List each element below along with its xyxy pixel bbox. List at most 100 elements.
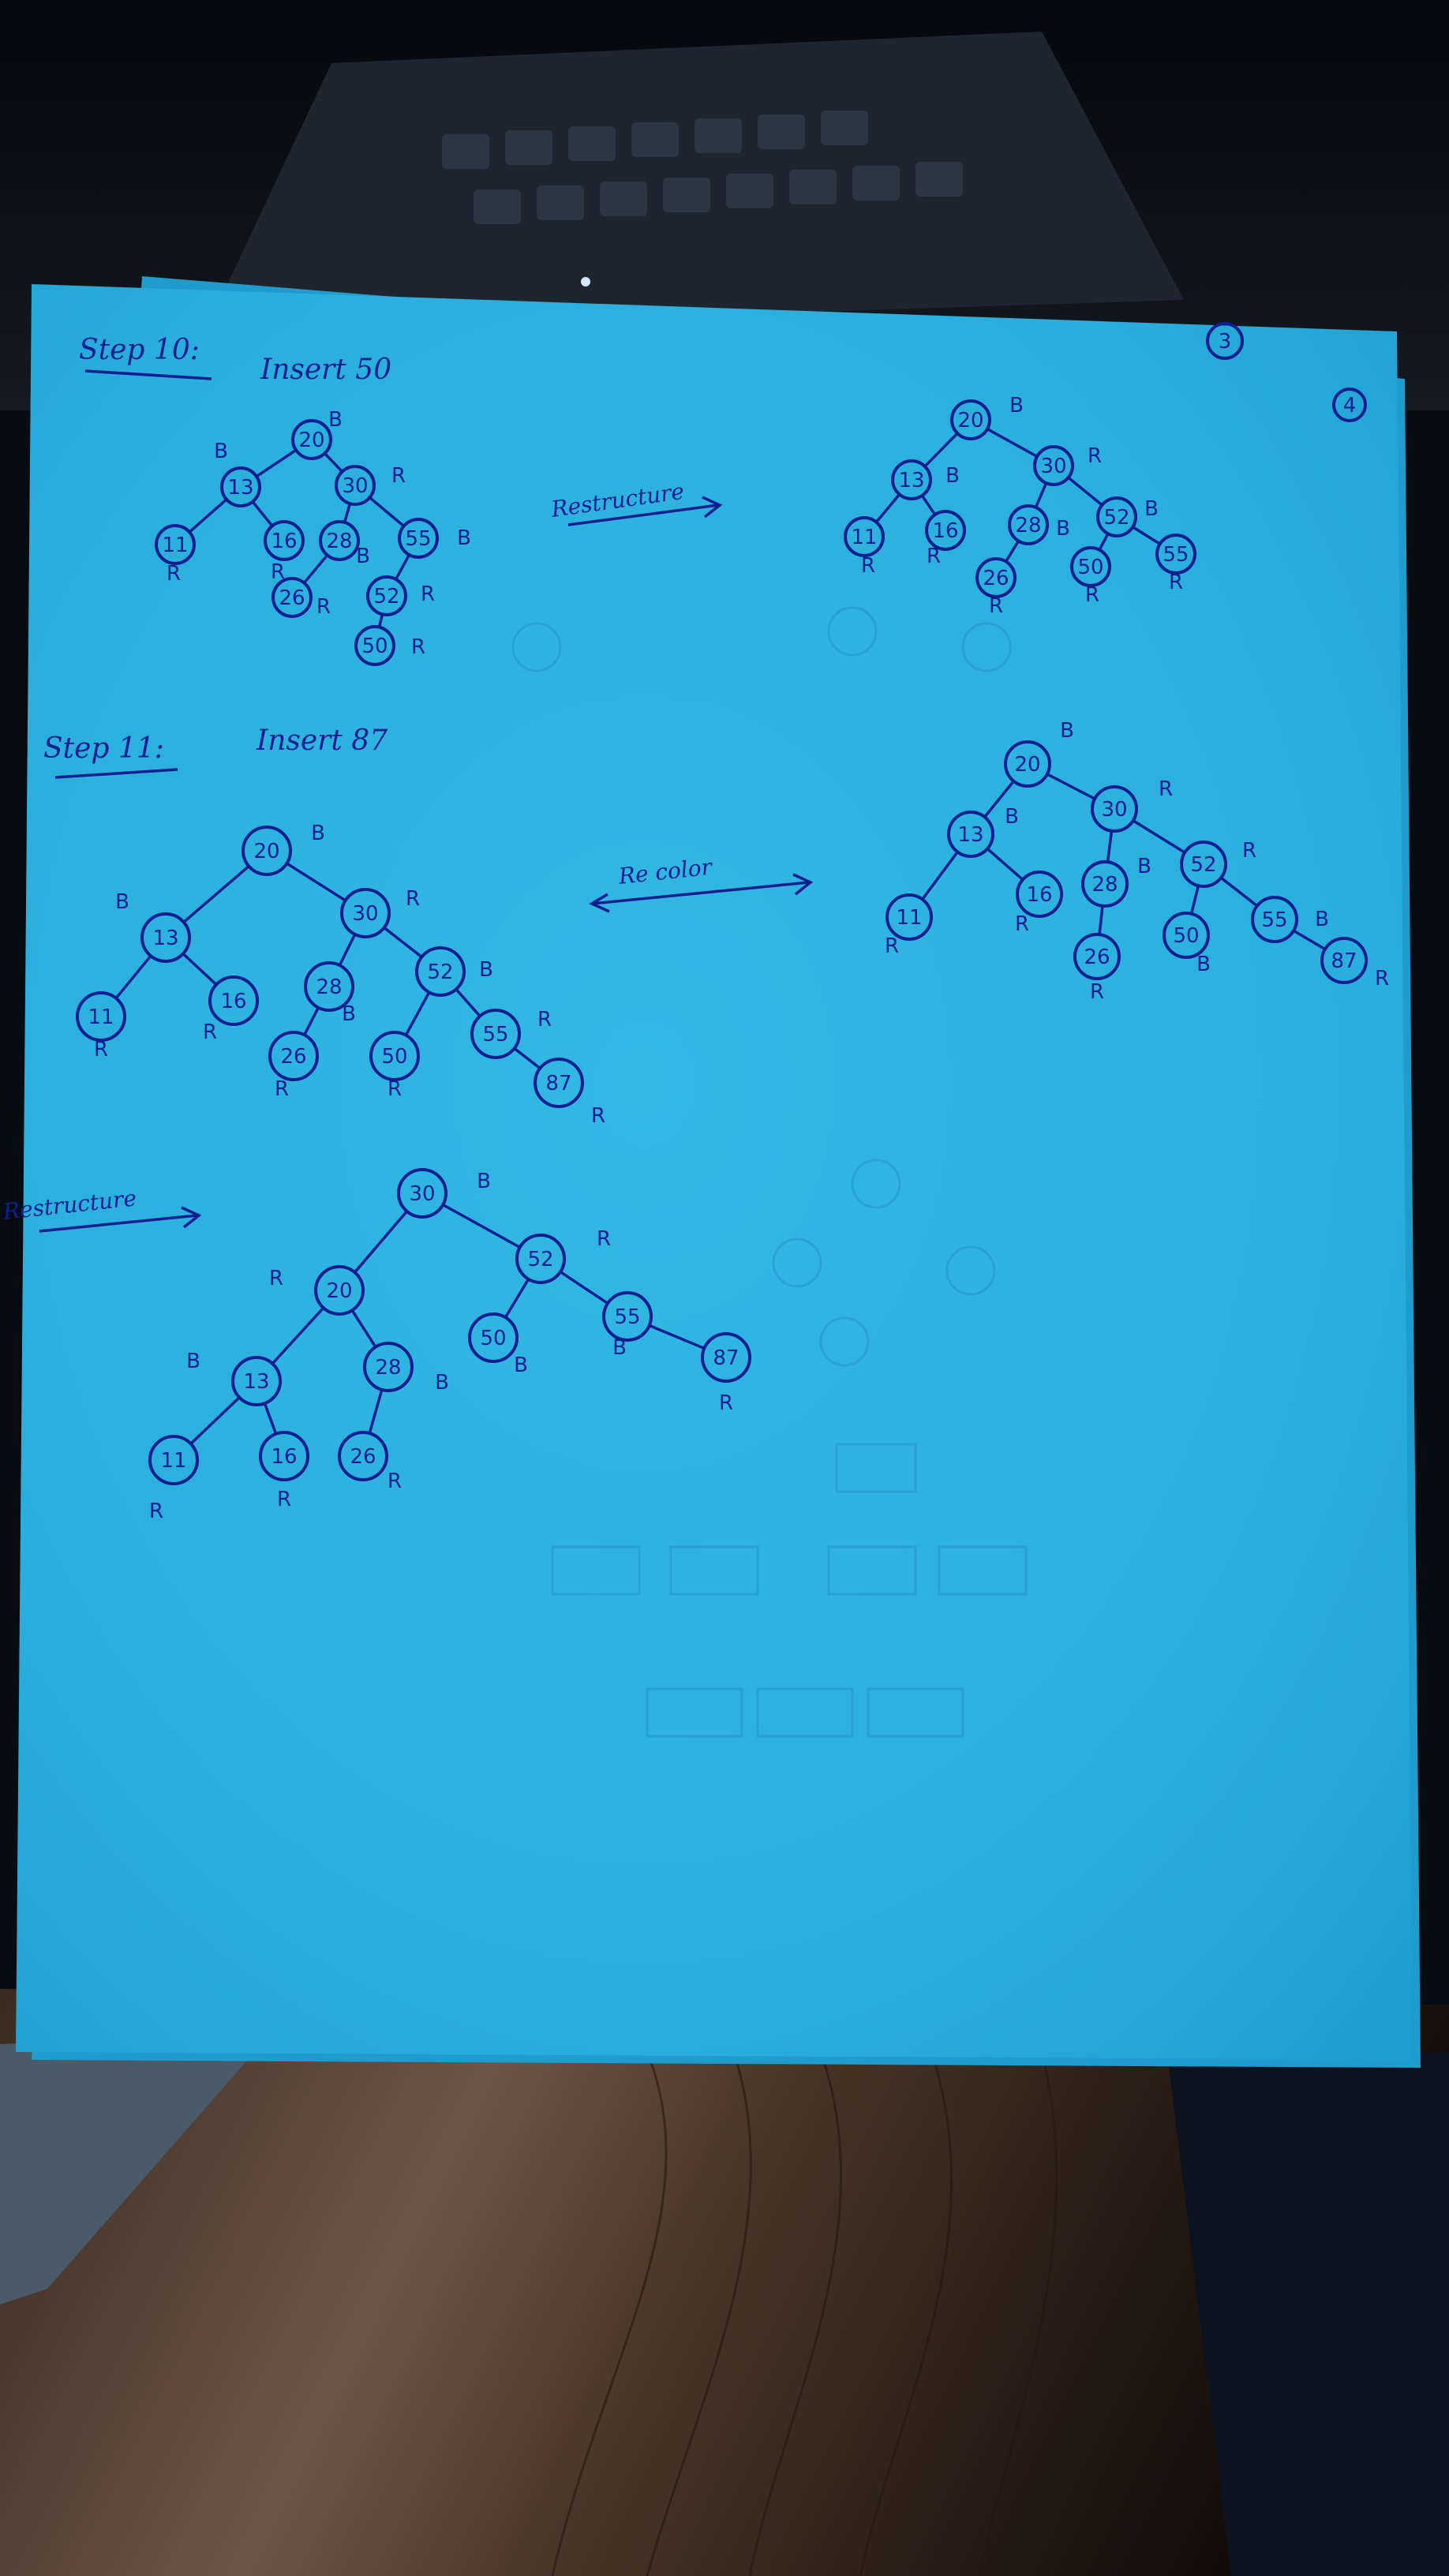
node-circle — [314, 1265, 365, 1316]
node-color-label: B — [342, 1002, 356, 1026]
tree-node-16: 16R — [925, 510, 966, 568]
tree-edge — [986, 848, 1024, 881]
node-circle — [271, 577, 313, 618]
node-value: 52 — [373, 585, 399, 608]
node-value: 50 — [1173, 924, 1199, 948]
node-value: 30 — [342, 474, 368, 498]
node-color-label: B — [514, 1354, 528, 1377]
node-circle — [155, 524, 196, 565]
node-color-label: R — [406, 887, 420, 911]
tree-edge — [182, 865, 250, 923]
node-circle — [397, 1168, 447, 1219]
node-circle — [1320, 937, 1368, 984]
dark-shadow-right — [1168, 2052, 1449, 2576]
node-color-label: R — [316, 595, 331, 619]
node-value: 13 — [227, 476, 253, 500]
node-value: 52 — [527, 1248, 553, 1271]
tree-node-50: 50R — [369, 1031, 420, 1101]
node-circle — [470, 1009, 521, 1059]
node-value: 16 — [932, 519, 958, 543]
node-circle — [1096, 496, 1137, 537]
tree-edge — [1005, 540, 1020, 563]
tree-edge — [987, 428, 1038, 458]
tree-node-50: 50B — [468, 1312, 528, 1377]
node-value: 28 — [375, 1356, 401, 1380]
laptop-corner — [0, 2036, 268, 2305]
node-color-label: R — [271, 560, 285, 584]
node-value: 52 — [427, 960, 453, 984]
node-color-label: B — [945, 464, 960, 488]
node-color-label: R — [167, 562, 181, 586]
node-value: 16 — [220, 990, 246, 1013]
node-value: 11 — [88, 1005, 114, 1029]
tree-edge — [350, 1309, 377, 1348]
tree-edge — [442, 1203, 521, 1249]
node-value: 30 — [1040, 455, 1066, 478]
node-value: 13 — [243, 1370, 269, 1394]
tree-edge — [923, 432, 959, 468]
node-circle — [231, 1356, 282, 1406]
node-color-label: B — [457, 526, 471, 550]
node-color-label: R — [1090, 980, 1104, 1004]
node-circle — [1016, 871, 1063, 918]
step11-action: Insert 87 — [256, 724, 388, 757]
node-color-label: B — [1137, 855, 1151, 878]
node-color-label: R — [719, 1391, 733, 1415]
tree-node-13: 13B — [115, 890, 191, 963]
node-value: 87 — [713, 1346, 739, 1370]
front-paper-sheet — [16, 284, 1413, 2060]
step10-heading: Step 10: — [79, 334, 200, 366]
node-value: 55 — [1163, 543, 1189, 567]
node-value: 11 — [160, 1449, 186, 1473]
tree-edge — [1132, 819, 1186, 854]
node-color-label: B — [1009, 394, 1024, 417]
node-color-label: R — [537, 1008, 552, 1032]
tree-edge — [1067, 476, 1103, 507]
tree-edge — [1189, 885, 1200, 915]
node-value: 50 — [381, 1045, 407, 1069]
step10-action: Insert 50 — [260, 354, 391, 386]
tree-edge — [1106, 830, 1114, 863]
tree-edge — [394, 554, 411, 580]
tree-node-11: 11R — [76, 991, 126, 1061]
node-circle — [1033, 445, 1074, 486]
node-value: 16 — [271, 1445, 297, 1469]
node-color-label: R — [591, 1104, 605, 1128]
node-circle — [534, 1058, 584, 1108]
tree-edge — [1220, 876, 1258, 908]
node-color-label: B — [1056, 517, 1070, 541]
page-number-front: 3 — [1206, 322, 1244, 360]
tree-edge — [921, 851, 959, 900]
tree-node-11: 11R — [885, 893, 933, 958]
node-circle — [398, 518, 439, 559]
node-color-label: R — [885, 934, 899, 958]
node-value: 13 — [957, 823, 983, 847]
node-color-label: R — [388, 1077, 402, 1101]
node-circle — [886, 893, 933, 941]
step10-arrow — [567, 496, 723, 526]
node-circle — [1155, 534, 1196, 575]
node-value: 20 — [1014, 753, 1040, 777]
node-value: 50 — [361, 635, 388, 658]
tree-edge — [188, 498, 228, 534]
node-value: 87 — [545, 1072, 571, 1095]
node-color-label: R — [149, 1500, 163, 1523]
node-circle — [363, 1342, 414, 1392]
tree-edge — [404, 991, 431, 1036]
step10-underline — [84, 369, 212, 380]
node-color-label: R — [989, 594, 1003, 618]
node-color-label: B — [186, 1350, 200, 1373]
node-value: 20 — [957, 409, 983, 432]
step11-underline — [54, 768, 178, 779]
node-value: 55 — [405, 527, 431, 551]
node-color-label: R — [1085, 583, 1099, 607]
tree-edge — [114, 955, 152, 999]
wood-grain — [551, 2051, 1058, 2576]
tree-edge — [324, 452, 343, 473]
tree-node-55: 55R — [1155, 534, 1196, 594]
node-circle — [602, 1291, 653, 1342]
node-value: 16 — [271, 530, 297, 553]
